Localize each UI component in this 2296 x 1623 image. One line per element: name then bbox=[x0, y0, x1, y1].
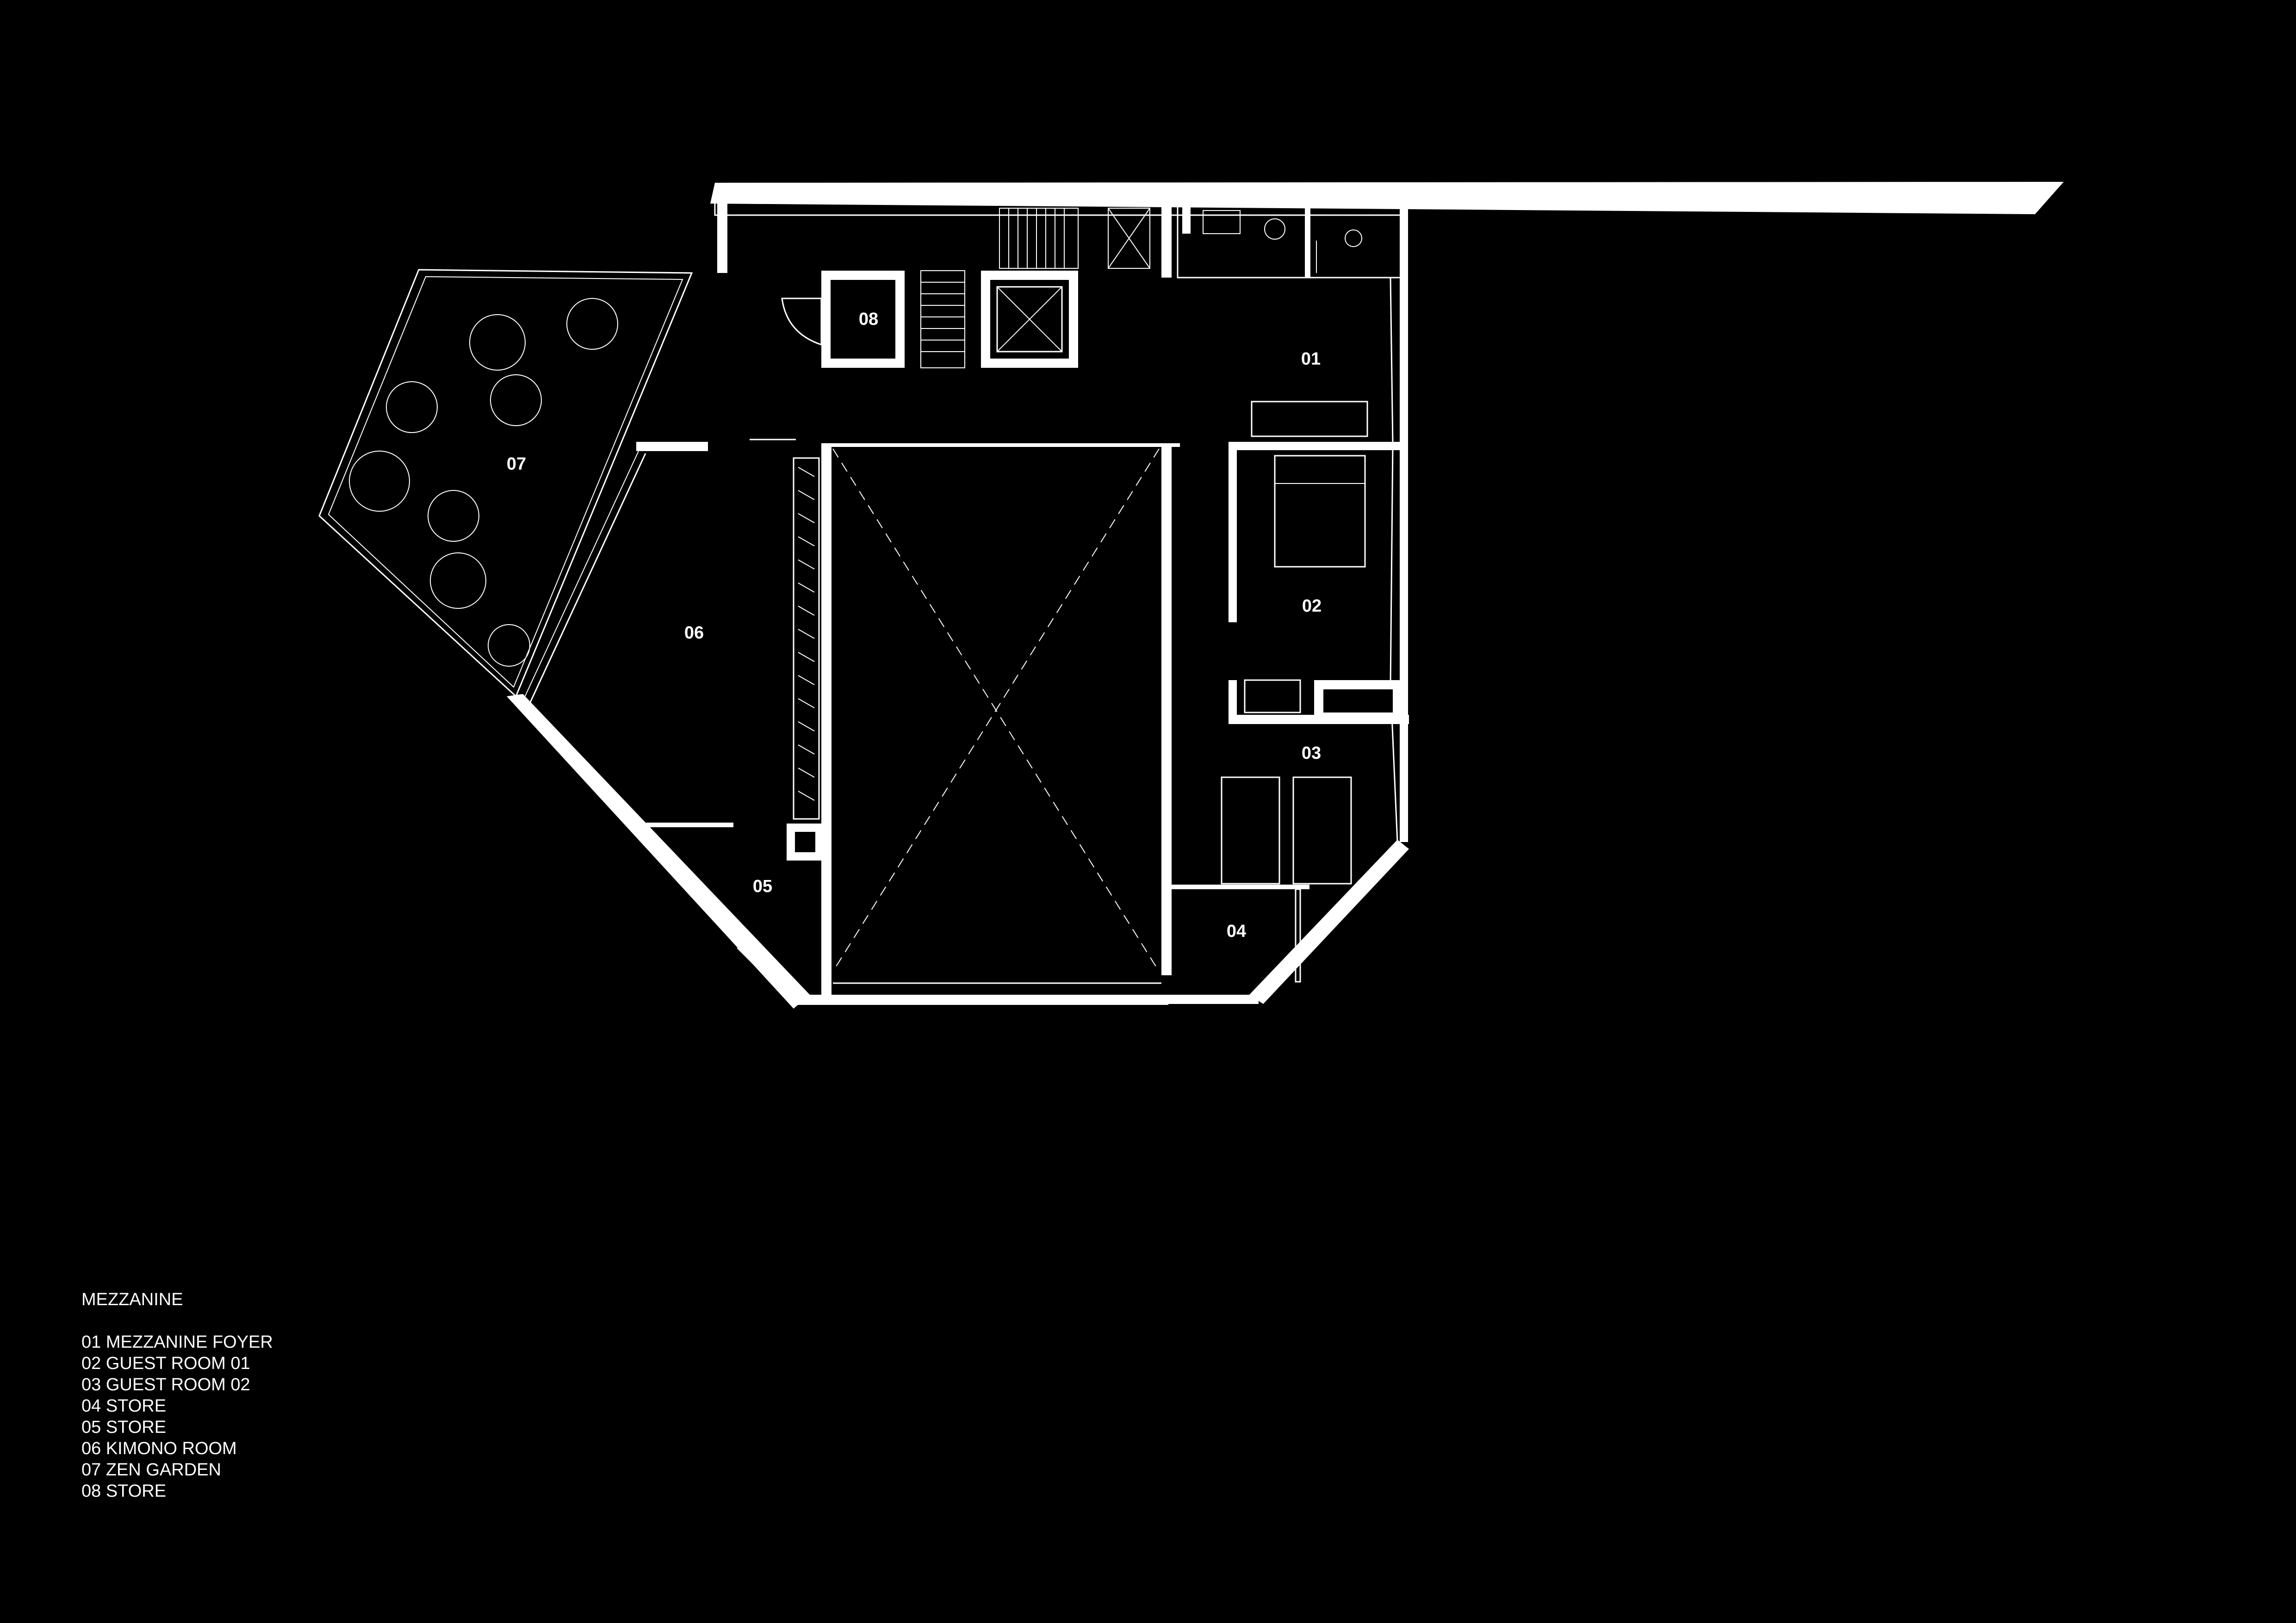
south-wall bbox=[794, 995, 1168, 1005]
void-north-edge bbox=[824, 443, 1180, 447]
store-04-partition bbox=[1295, 888, 1301, 983]
wc-block bbox=[1177, 205, 1405, 279]
room-label-02: 02 bbox=[1302, 596, 1322, 616]
shower-drain bbox=[1345, 229, 1362, 247]
wc-partition bbox=[1305, 206, 1310, 278]
kimono-shelving bbox=[793, 457, 820, 820]
north-wall-post-2 bbox=[1182, 206, 1191, 234]
guest-room-01-west-wall-low bbox=[1229, 680, 1237, 722]
void-west-wall bbox=[821, 443, 832, 1003]
legend-item: 08 STORE bbox=[81, 1481, 167, 1501]
southeast-angled-wall bbox=[1249, 840, 1409, 1004]
legend-item: 05 STORE bbox=[81, 1418, 167, 1437]
legend-item: 06 KIMONO ROOM bbox=[81, 1439, 237, 1458]
east-wall bbox=[1400, 204, 1408, 842]
store-08-door-swing bbox=[781, 297, 822, 346]
guest-room-02-bed-1 bbox=[1221, 776, 1280, 885]
legend-item: 07 ZEN GARDEN bbox=[81, 1460, 221, 1480]
north-wall-post bbox=[1161, 204, 1172, 278]
legend-item: 02 GUEST ROOM 01 bbox=[81, 1354, 250, 1373]
staircase bbox=[920, 208, 1150, 368]
void-east-wall bbox=[1161, 443, 1172, 975]
plan-title: MEZZANINE bbox=[81, 1290, 183, 1309]
room-label-04: 04 bbox=[1227, 922, 1246, 941]
wc-basin bbox=[1203, 210, 1241, 234]
room-label-01: 01 bbox=[1301, 349, 1321, 369]
zen-garden-outline bbox=[318, 269, 693, 698]
room-label-03: 03 bbox=[1302, 743, 1321, 763]
foyer-sofa bbox=[1251, 401, 1368, 437]
roof-canopy-strip bbox=[710, 182, 2064, 214]
room-label-08: 08 bbox=[859, 310, 878, 329]
legend-item: 04 STORE bbox=[81, 1396, 167, 1416]
guest-room-01-north-wall bbox=[1229, 442, 1407, 450]
legend-item: 01 MEZZANINE FOYER bbox=[81, 1332, 273, 1352]
room-label-05: 05 bbox=[753, 877, 772, 896]
kimono-glazing bbox=[529, 453, 646, 704]
tree-icon bbox=[349, 298, 618, 667]
store-05-door bbox=[737, 936, 765, 965]
legend-item: 03 GUEST ROOM 02 bbox=[81, 1375, 250, 1394]
store-04-south-wall bbox=[1161, 995, 1259, 1004]
southeast-door bbox=[1357, 862, 1387, 892]
guest-room-02-bed-2 bbox=[1292, 776, 1352, 885]
guest-room-01-west-wall bbox=[1229, 446, 1237, 622]
room-label-06: 06 bbox=[684, 623, 704, 643]
store-05-north-wall bbox=[645, 823, 733, 827]
guest-room-01-bed bbox=[1274, 455, 1366, 568]
north-wall-left bbox=[717, 204, 727, 273]
east-wall-inner-line bbox=[1390, 277, 1398, 842]
room-label-07: 07 bbox=[507, 454, 526, 474]
guest-room-01-wardrobe bbox=[1244, 679, 1301, 713]
southwest-angled-wall bbox=[507, 694, 810, 1009]
wc-toilet bbox=[1264, 218, 1285, 240]
foyer-south-wall-left bbox=[636, 442, 708, 451]
void-diagonal-2 bbox=[832, 448, 1160, 972]
store-04-north-wall bbox=[1171, 885, 1309, 889]
plan-legend: MEZZANINE 01 MEZZANINE FOYER 02 GUEST RO… bbox=[81, 1289, 273, 1502]
canopy-edge bbox=[714, 204, 1402, 216]
lift-car bbox=[996, 286, 1063, 353]
